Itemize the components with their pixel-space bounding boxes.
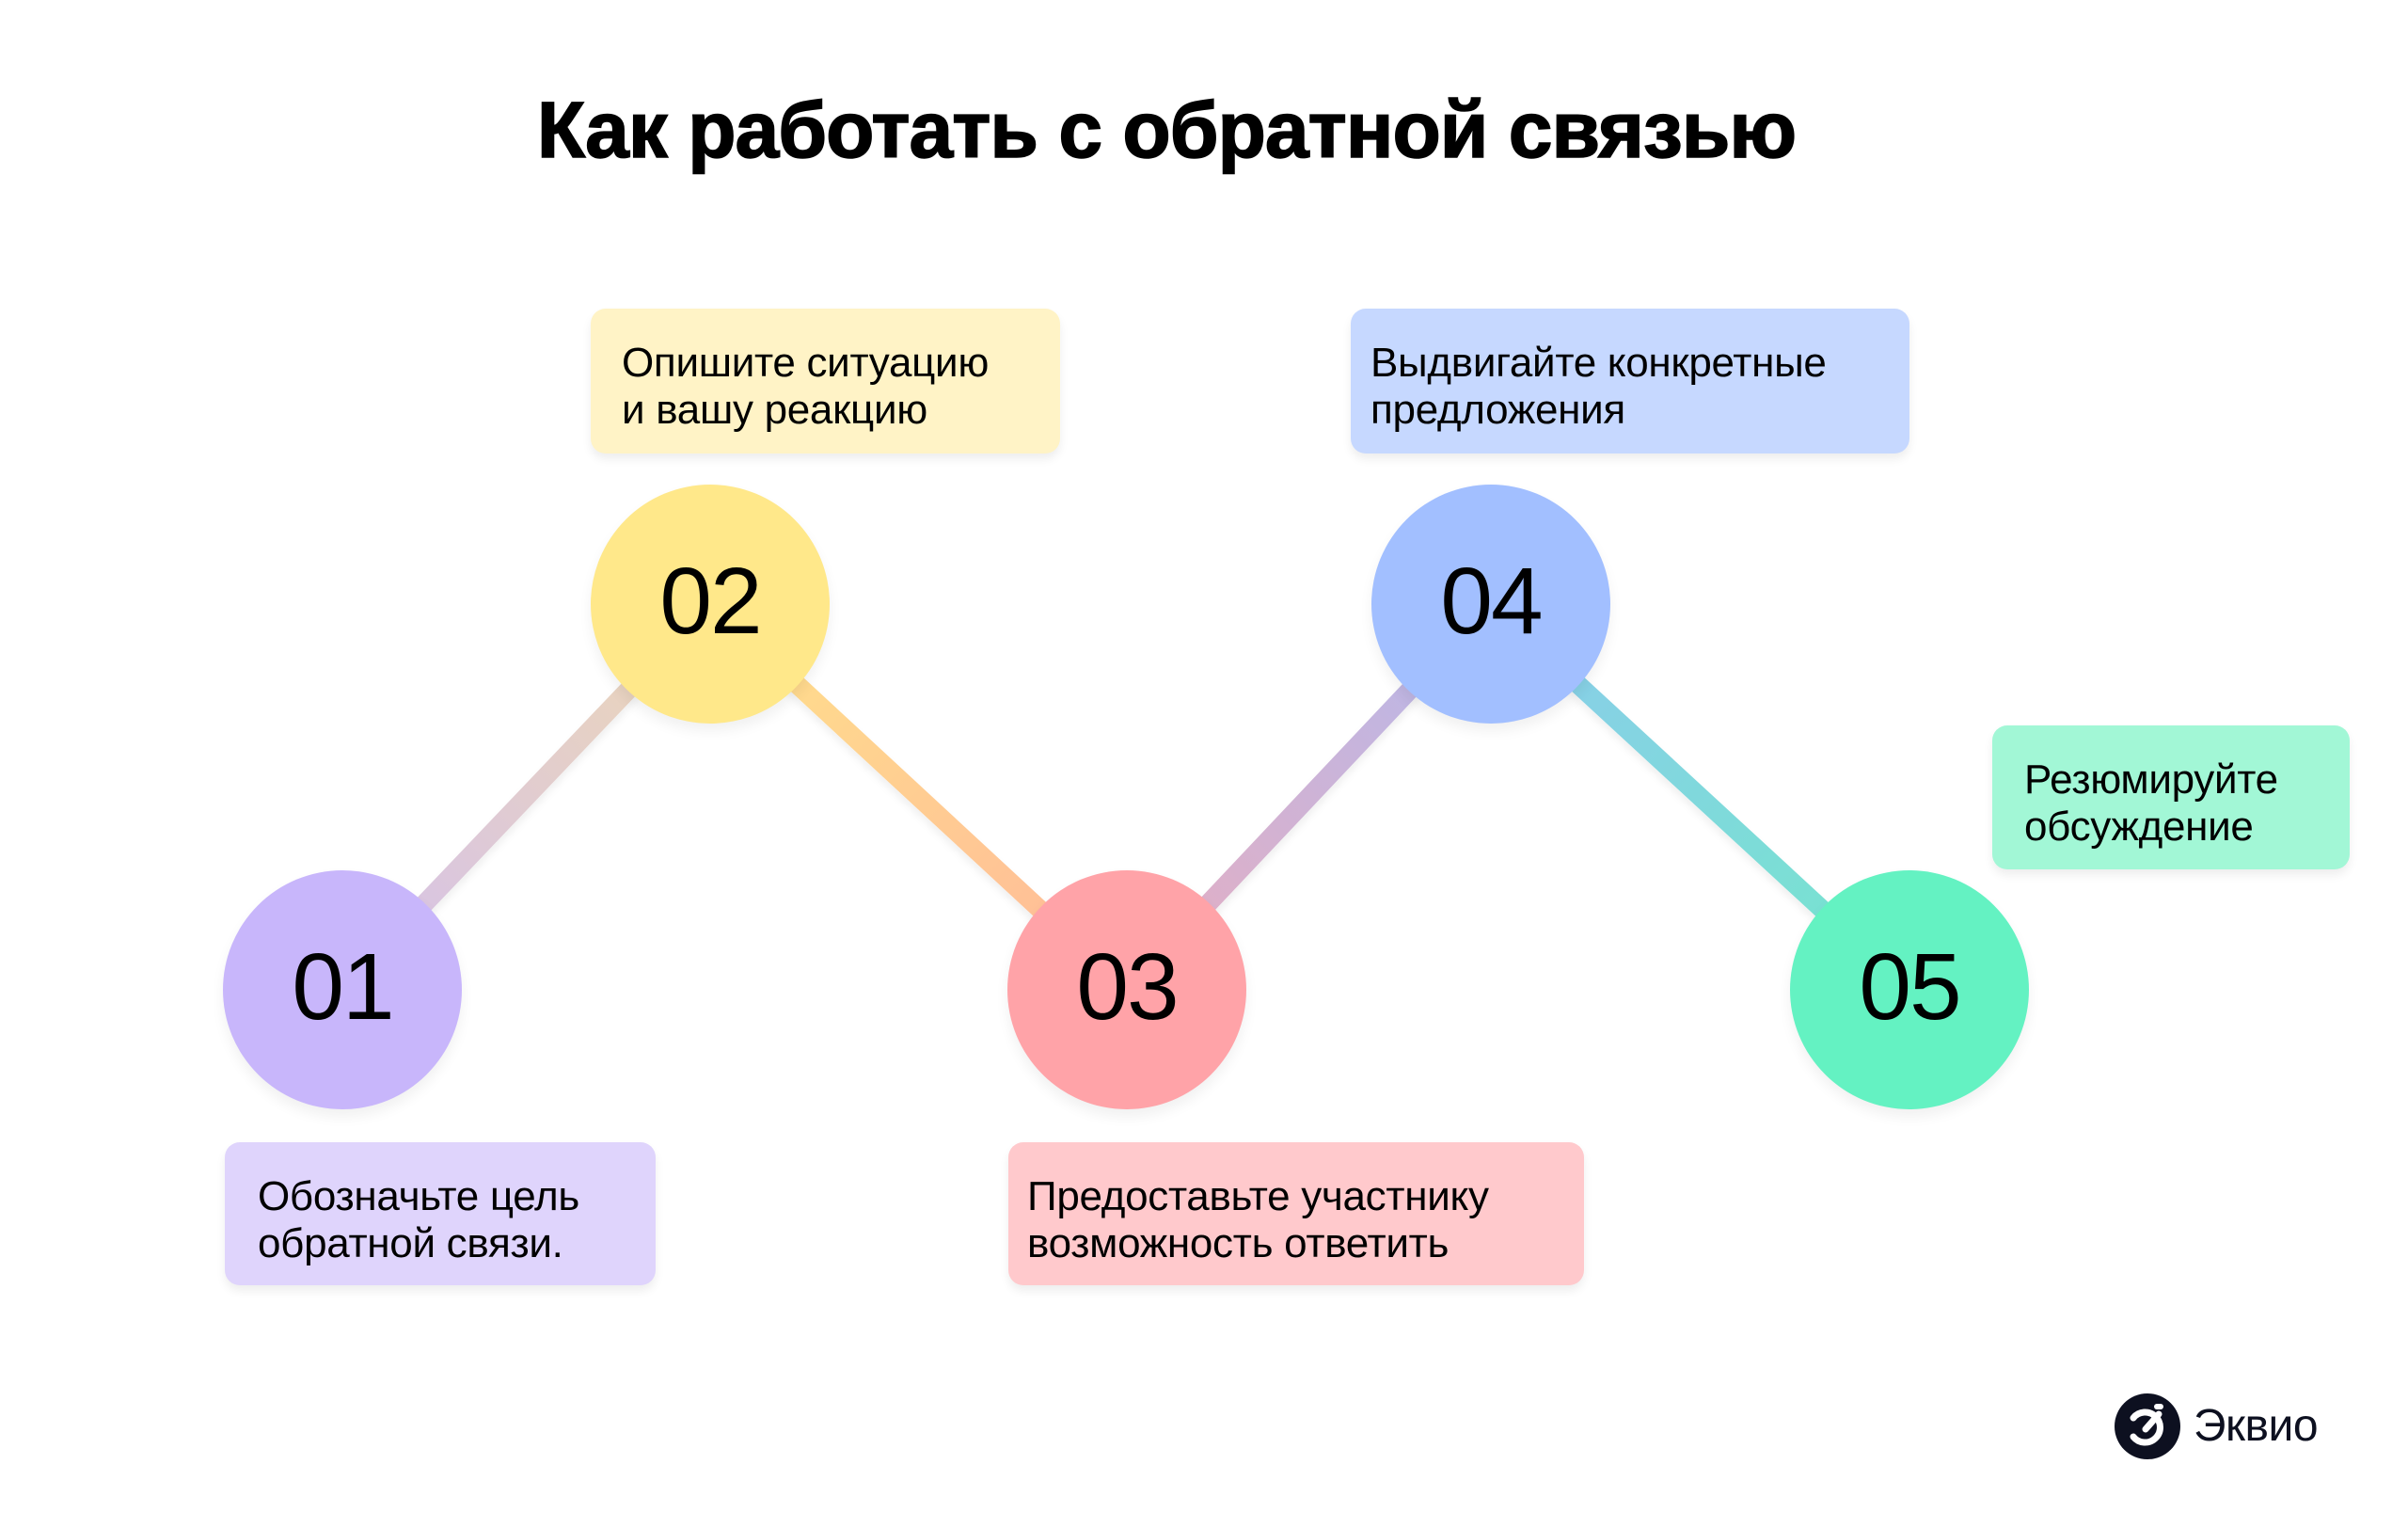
step-text-04-line-1: Выдвигайте конкретные [1370,340,1827,386]
step-number-01: 01 [292,934,394,1040]
page-title: Как работать с обратной связью [536,85,1798,175]
step-circle-01: 01 [223,870,462,1109]
step-text-03-line-2: возможность ответить [1027,1220,1450,1266]
step-card-01: Обозначьте цель обратной связи. [225,1142,656,1285]
step-circle-05: 05 [1790,870,2029,1109]
step-text-01-line-1: Обозначьте цель [258,1173,579,1219]
step-number-04: 04 [1440,549,1543,654]
step-number-02: 02 [659,549,762,654]
step-circle-02: 02 [591,485,830,724]
step-number-03: 03 [1076,934,1179,1040]
step-card-05: Резюмируйте обсуждение [1992,725,2350,869]
brand-name: Эквио [2194,1401,2319,1451]
step-text-04-line-2: предложения [1370,387,1625,433]
step-card-04: Выдвигайте конкретные предложения [1351,309,1909,454]
step-text-03-line-1: Предоставьте участнику [1027,1173,1489,1219]
brand-logo: Эквио [2115,1393,2319,1459]
step-card-02: Опишите ситуацию и вашу реакцию [591,309,1060,454]
step-card-03: Предоставьте участнику возможность ответ… [1008,1142,1584,1285]
step-circle-04: 04 [1371,485,1610,724]
step-number-05: 05 [1859,934,1961,1040]
ekvio-logo-icon [2115,1393,2180,1459]
step-text-05-line-1: Резюмируйте [2024,756,2278,803]
step-text-02-line-1: Опишите ситуацию [622,340,990,386]
step-text-05-line-2: обсуждение [2024,804,2254,850]
step-text-01-line-2: обратной связи. [258,1220,563,1266]
step-circle-03: 03 [1007,870,1246,1109]
step-text-02-line-2: и вашу реакцию [622,387,927,433]
